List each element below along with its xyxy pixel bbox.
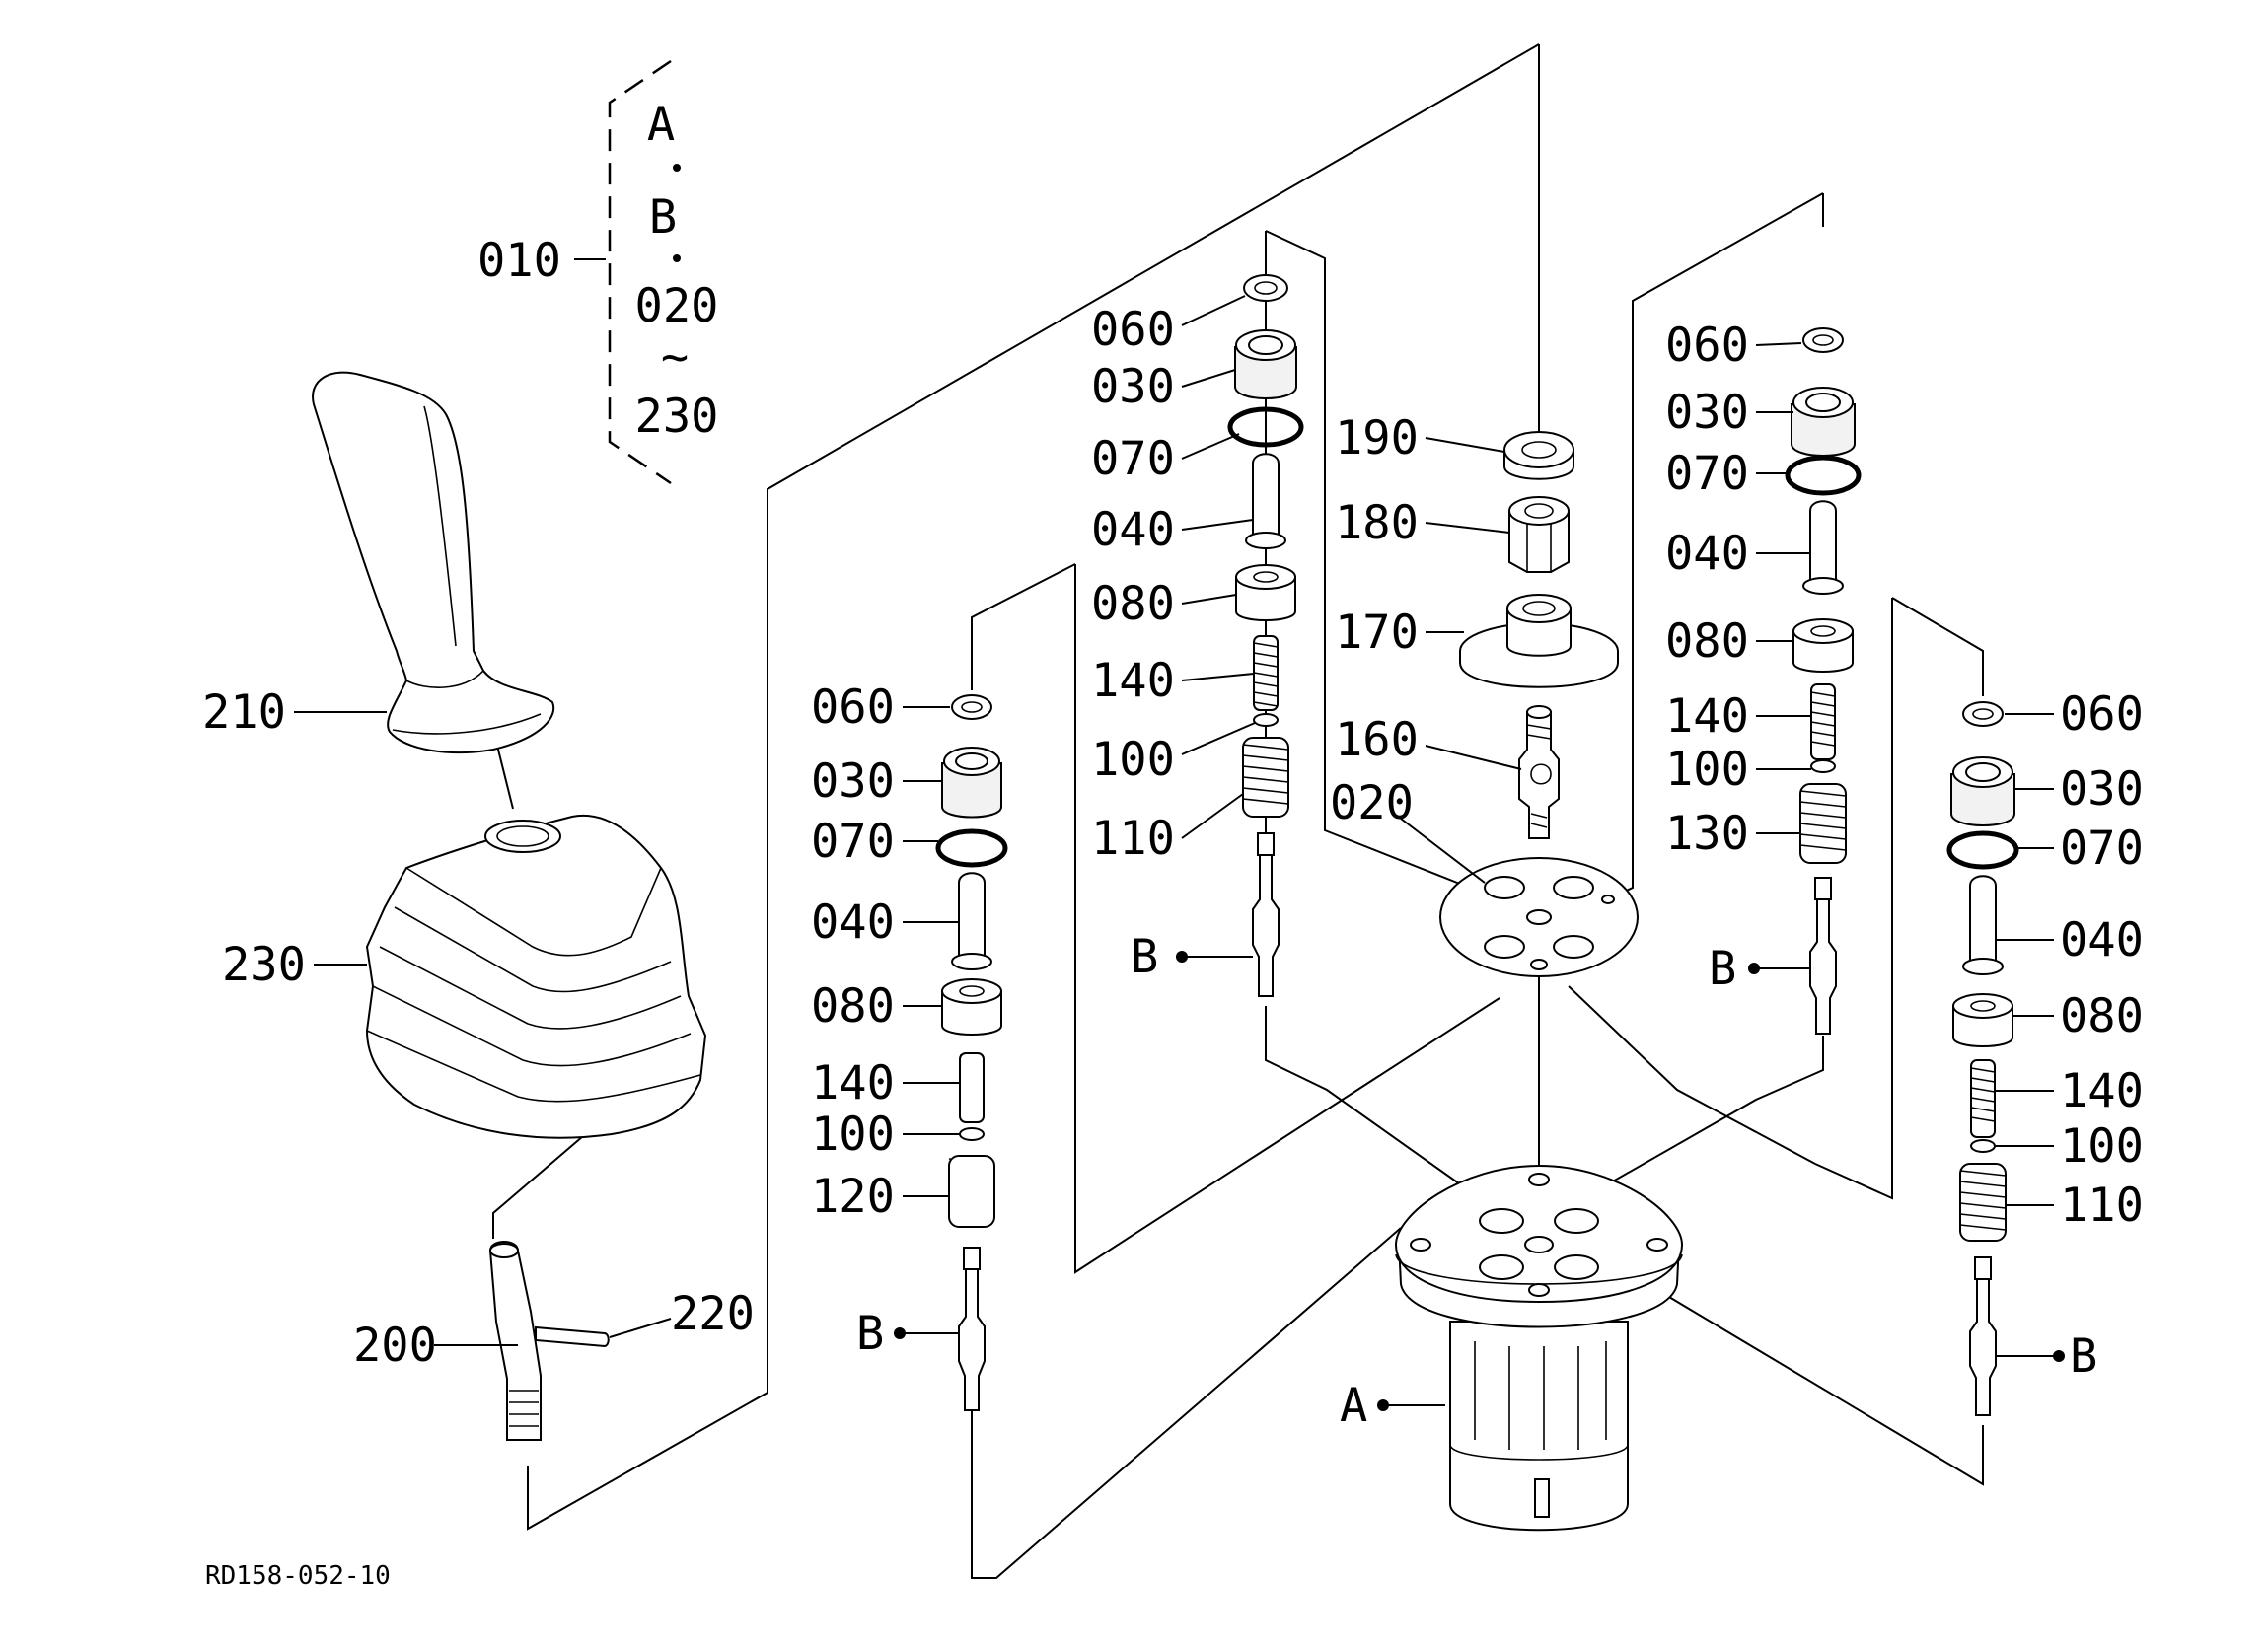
col3-callout-130: 130	[1665, 807, 1749, 861]
kit-bracket: 010 A B 020 ~ 230	[477, 59, 719, 485]
col1-callout-040: 040	[811, 895, 895, 950]
valve-stack-column-3	[1785, 327, 1862, 1035]
col2-callout-040: 040	[1091, 503, 1175, 557]
valve-housing-a	[1394, 1164, 1684, 1532]
kit-item-230: 230	[635, 390, 719, 444]
center-stack	[1439, 431, 1639, 977]
col1-callout-140: 140	[811, 1056, 895, 1110]
col4-callout-110: 110	[2060, 1179, 2144, 1233]
col1-callout-060: 060	[811, 680, 895, 735]
col2-callout-140: 140	[1091, 654, 1175, 708]
col4-callout-140: 140	[2060, 1064, 2144, 1118]
col1-callout-030: 030	[811, 754, 895, 809]
col2-callout-060: 060	[1091, 303, 1175, 357]
assembly-leader-lines	[492, 43, 1984, 1579]
center-callout-190: 190	[1335, 411, 1419, 465]
col2-callout-110: 110	[1091, 812, 1175, 866]
rubber-boot-230	[365, 814, 707, 1139]
col2-callout-030: 030	[1091, 360, 1175, 414]
center-callout-180: 180	[1335, 496, 1419, 550]
col2-callout-080: 080	[1091, 577, 1175, 631]
callout-200: 200	[353, 1319, 437, 1373]
col4-callout-070: 070	[2060, 822, 2144, 876]
col2-callout-070: 070	[1091, 432, 1175, 486]
col1-callout-100: 100	[811, 1108, 895, 1162]
col3-callout-100: 100	[1665, 743, 1749, 797]
col1-callout-120: 120	[811, 1170, 895, 1224]
col1-callout-080: 080	[811, 979, 895, 1034]
valve-stack-column-2	[1227, 274, 1304, 997]
kit-item-020: 020	[635, 279, 719, 333]
col3-callout-060: 060	[1665, 319, 1749, 373]
callout-220: 220	[671, 1287, 755, 1341]
col1-callout-070: 070	[811, 815, 895, 869]
lever-grip-210	[312, 371, 555, 754]
valve-stack-column-1	[935, 694, 1008, 1411]
col2-callout-100: 100	[1091, 733, 1175, 787]
drawing-reference-number: RD158-052-10	[205, 1561, 391, 1591]
col4-callout-080: 080	[2060, 989, 2144, 1043]
kit-item-a: A	[647, 98, 675, 152]
col4-callout-100: 100	[2060, 1119, 2144, 1174]
center-callout-020: 020	[1330, 776, 1414, 830]
col2-callout-b: B	[1131, 930, 1158, 984]
kit-range-symbol: ~	[661, 330, 689, 385]
col3-callout-080: 080	[1665, 614, 1749, 669]
callout-010: 010	[477, 234, 561, 288]
kit-item-b: B	[649, 190, 677, 245]
col4-callout-040: 040	[2060, 913, 2144, 967]
valve-stack-column-4	[1946, 701, 2019, 1416]
col4-callout-030: 030	[2060, 762, 2144, 817]
lever-shaft-200	[488, 1241, 542, 1441]
col4-callout-b: B	[2070, 1329, 2097, 1384]
callout-210: 210	[202, 685, 286, 740]
callout-230: 230	[222, 938, 306, 992]
center-callout-170: 170	[1335, 606, 1419, 660]
col3-callout-b: B	[1709, 942, 1736, 996]
center-callout-160: 160	[1335, 713, 1419, 767]
col1-callout-b: B	[856, 1307, 884, 1361]
col3-callout-030: 030	[1665, 386, 1749, 440]
col3-callout-070: 070	[1665, 447, 1749, 501]
col3-callout-040: 040	[1665, 527, 1749, 581]
pin-220	[535, 1325, 610, 1348]
col4-callout-060: 060	[2060, 687, 2144, 742]
center-callout-a: A	[1340, 1379, 1367, 1433]
col3-callout-140: 140	[1665, 689, 1749, 744]
